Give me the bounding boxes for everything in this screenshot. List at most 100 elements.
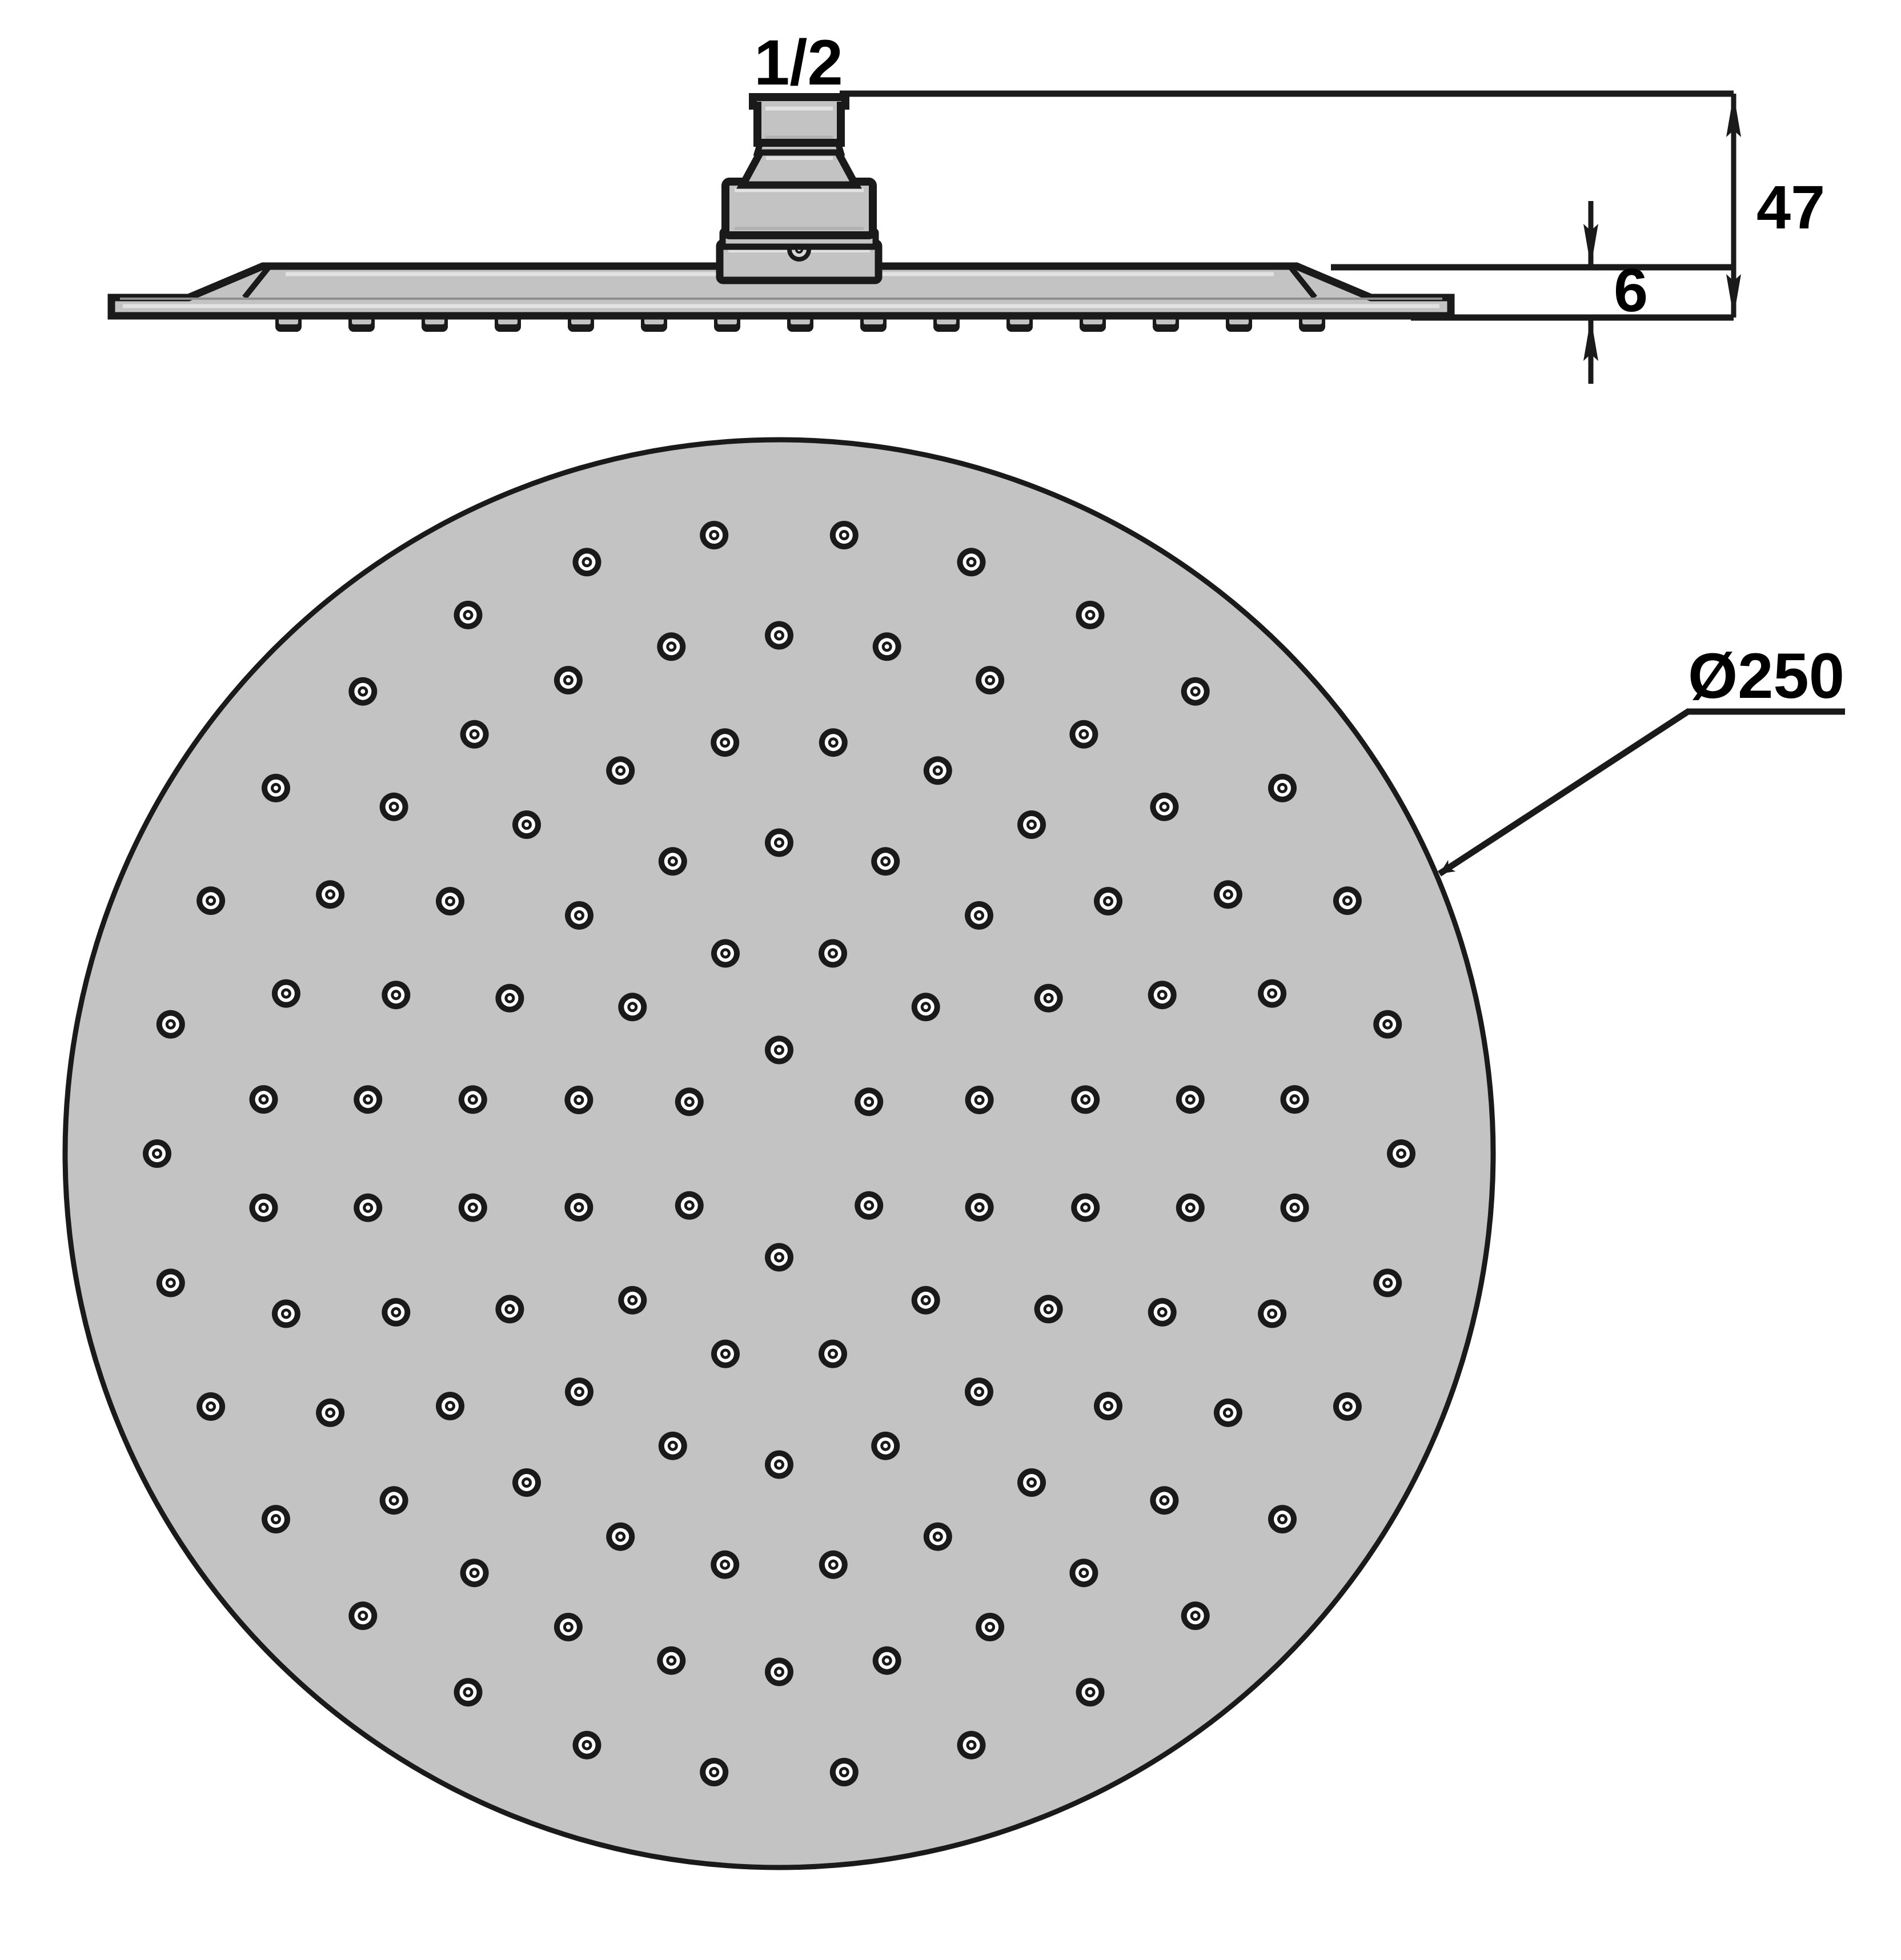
nozzle-icon: [606, 1522, 635, 1551]
nozzle-icon: [1094, 1392, 1122, 1420]
nozzle-icon: [454, 1678, 483, 1707]
nozzle-icon: [819, 728, 848, 757]
nozzle-icon: [1181, 1601, 1210, 1630]
nozzle-icon: [1076, 1678, 1105, 1707]
nozzle-icon: [379, 1486, 408, 1515]
nozzle-icon: [675, 1191, 704, 1220]
plate-chamfer-left: [242, 264, 272, 300]
nozzle-icon: [1387, 1139, 1415, 1168]
dim-arrow-47-top: [1726, 94, 1741, 137]
dimension-label-diameter: Ø250: [1688, 640, 1844, 712]
nozzle-icon: [348, 677, 378, 706]
nozzle-icon: [262, 1505, 290, 1534]
nozzle-icon: [554, 1613, 583, 1641]
nozzle-icon: [711, 939, 740, 968]
nozzle-icon: [156, 1010, 185, 1039]
nozzle-icon: [156, 1268, 185, 1298]
nozzle-icon: [872, 1646, 901, 1675]
nozzle-icon: [658, 1431, 687, 1460]
nozzle-icon: [436, 887, 464, 915]
nozzle-icon: [458, 1085, 487, 1114]
nozzle-icon: [976, 1613, 1005, 1641]
nozzle-icon: [1176, 1085, 1205, 1114]
nozzle-icon: [765, 1657, 793, 1686]
nozzle-icon: [458, 1193, 487, 1222]
nozzle-icon: [382, 1298, 411, 1327]
nozzle-icon: [316, 1398, 345, 1427]
nozzle-icon: [1017, 810, 1046, 839]
nozzle-icon: [1148, 1298, 1177, 1327]
nozzle-icon: [1280, 1085, 1309, 1114]
face-plate-circle: [62, 437, 1496, 1870]
nozzle-icon: [855, 1191, 884, 1220]
dimension-group-side: 47 6 1/2: [754, 27, 1825, 384]
nozzle-icon: [1258, 1299, 1287, 1328]
dim-arrow-6-top: [1583, 224, 1598, 267]
nozzle-icon: [495, 983, 524, 1013]
diameter-callout: Ø250: [1437, 640, 1845, 877]
nozzle-icon: [1373, 1010, 1402, 1039]
nozzle-icon: [1258, 979, 1287, 1008]
nozzle-icon: [911, 1286, 940, 1315]
nozzle-icon: [454, 600, 483, 629]
nozzle-icon: [606, 756, 635, 785]
nozzle-icon: [965, 901, 993, 930]
nozzle-icon: [819, 1339, 847, 1368]
nozzle-icon: [1071, 1085, 1100, 1114]
nozzle-icon: [1268, 773, 1297, 802]
nozzle-icon: [657, 1646, 686, 1675]
nozzle-icon: [923, 756, 952, 785]
nozzle-icon: [262, 773, 290, 802]
nozzle-icon: [382, 981, 411, 1010]
nozzle-icon: [700, 1758, 729, 1786]
nozzle-icon: [1069, 1559, 1098, 1588]
nozzle-icon: [711, 1550, 740, 1579]
nozzle-icon: [565, 1377, 593, 1407]
nozzle-icon: [976, 666, 1005, 694]
nozzle-icon: [819, 939, 847, 968]
nozzle-icon: [354, 1085, 383, 1114]
dim-arrow-47-bottom: [1726, 274, 1741, 318]
nozzle-icon: [249, 1085, 278, 1114]
nozzle-icon: [765, 828, 793, 857]
nozzle-icon: [957, 548, 986, 577]
nozzle-icon: [1176, 1193, 1205, 1222]
nozzle-icon: [348, 1601, 378, 1630]
nozzle-icon: [316, 880, 345, 909]
nozzle-icon: [965, 1086, 994, 1114]
nozzle-icon: [1148, 981, 1177, 1010]
nozzle-icon: [196, 1392, 226, 1421]
nozzle-icon: [1069, 720, 1098, 749]
nozzle-icon: [855, 1087, 884, 1116]
nozzle-icon: [512, 1468, 541, 1497]
nozzle-icon: [911, 993, 940, 1022]
nozzle-icon: [700, 521, 729, 549]
nozzle-icon: [565, 901, 593, 930]
nozzle-icon: [1150, 792, 1179, 821]
nozzle-icon: [711, 728, 740, 757]
nozzle-icon: [872, 632, 901, 661]
dim-arrow-6-bottom: [1583, 318, 1598, 361]
nozzle-icon: [196, 886, 226, 915]
nozzle-icon: [765, 1243, 793, 1272]
nozzle-icon: [675, 1087, 704, 1116]
nozzle-icon: [1034, 983, 1063, 1013]
nozzle-icon: [379, 792, 408, 821]
nozzle-icon: [871, 847, 900, 876]
connector-taper: [736, 147, 862, 189]
nozzle-icon: [965, 1377, 993, 1407]
nozzle-icon: [1094, 887, 1122, 915]
nozzle-icon: [1017, 1468, 1046, 1497]
nozzle-icon: [829, 521, 859, 549]
nozzle-icon: [871, 1431, 900, 1460]
dimension-label-47: 47: [1756, 172, 1825, 242]
nozzle-icon: [1181, 677, 1210, 706]
nozzle-icon: [829, 1758, 859, 1786]
nozzle-icon: [765, 1035, 793, 1065]
nozzle-icon: [711, 1339, 740, 1368]
nozzle-icon: [819, 1550, 848, 1579]
nozzle-icon: [1333, 1392, 1362, 1421]
nozzle-icon: [1373, 1268, 1402, 1298]
